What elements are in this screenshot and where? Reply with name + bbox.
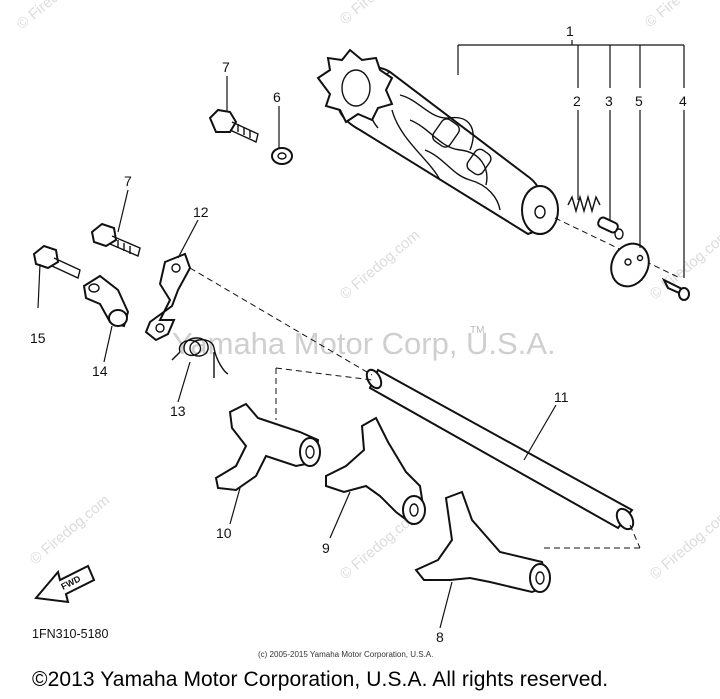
callout-3: 3	[605, 93, 613, 109]
watermark-center: Yamaha Motor Corp, U.S.A.	[172, 326, 556, 361]
watermark-site: © Firedog.com	[337, 0, 423, 28]
watermark-site: © Firedog.com	[14, 0, 100, 33]
callout-11: 11	[554, 389, 569, 405]
shift-fork-10	[214, 402, 321, 492]
stopper-lever	[144, 252, 192, 342]
copyright-notice: ©2013 Yamaha Motor Corporation, U.S.A. A…	[32, 668, 609, 691]
shift-fork-8	[414, 490, 551, 594]
callout-1: 1	[566, 23, 574, 39]
callout-14: 14	[92, 363, 108, 379]
callout-10: 10	[216, 525, 232, 541]
shift-fork-9	[325, 416, 426, 526]
bolt-upper	[208, 108, 259, 143]
callout-4: 4	[679, 93, 687, 109]
callout-2: 2	[573, 93, 581, 109]
fwd-arrow-icon: FWD	[34, 564, 96, 604]
callout-7-lower: 7	[124, 173, 132, 189]
bolt-15	[32, 244, 81, 279]
callout-15: 15	[30, 330, 46, 346]
callout-7-upper: 7	[222, 59, 230, 75]
diagram-part-code: 1FN310-5180	[32, 627, 108, 641]
callout-5: 5	[635, 93, 643, 109]
bolt-lower	[90, 222, 141, 257]
alignment-lines	[189, 267, 641, 549]
callout-8: 8	[436, 629, 444, 645]
watermark-site: © Firedog.com	[27, 492, 113, 568]
callout-12: 12	[193, 204, 209, 220]
washer	[271, 147, 293, 165]
torsion-spring	[171, 337, 229, 378]
callout-6: 6	[273, 89, 281, 105]
watermark-tm: TM	[470, 325, 484, 336]
callout-13: 13	[170, 403, 186, 419]
watermark-site: © Firedog.com	[337, 227, 423, 303]
drum-pin	[597, 216, 624, 240]
watermark-site: © Firedog.com	[647, 507, 720, 583]
leader-lines	[37, 40, 685, 629]
shift-drum	[316, 48, 681, 279]
drum-plate	[610, 242, 650, 288]
drum-screw	[661, 277, 690, 301]
small-copyright: (c) 2005-2015 Yamaha Motor Corporation, …	[258, 650, 433, 659]
callout-labels: 1 2 3 5 4 7 6 7 12 15 14 13 11 10 9 8	[30, 23, 687, 645]
watermark-site: © Firedog.com	[642, 0, 720, 31]
drum-spring	[567, 194, 601, 214]
fork-shaft	[365, 368, 635, 531]
callout-9: 9	[322, 540, 330, 556]
stopper-arm	[82, 274, 130, 328]
